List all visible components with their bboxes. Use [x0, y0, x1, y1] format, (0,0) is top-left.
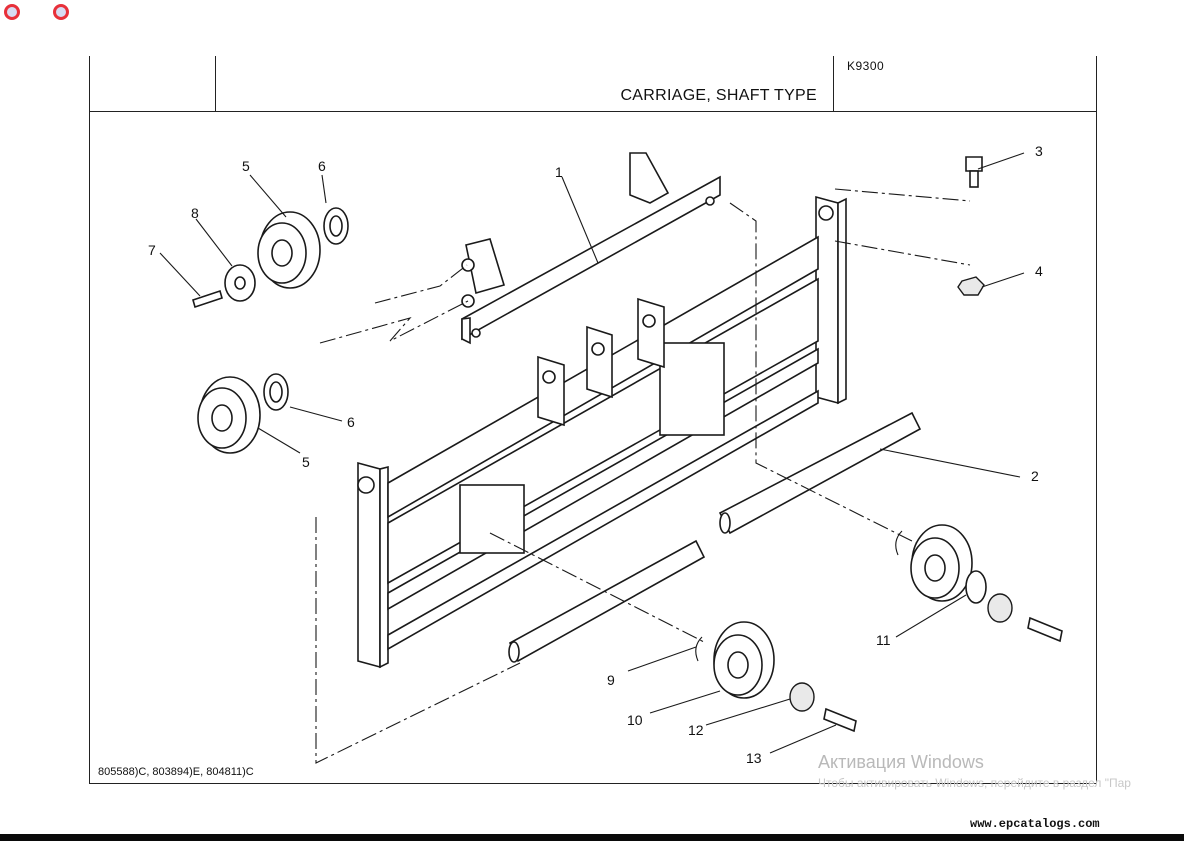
- callout-8: 8: [191, 205, 199, 221]
- center-lines: [315, 188, 971, 764]
- parts-sheet: [89, 56, 1097, 784]
- callout-4: 4: [1035, 263, 1043, 279]
- header-divider: [833, 56, 834, 111]
- activation-watermark-title: Активация Windows: [818, 752, 984, 772]
- window-control-2-icon[interactable]: [53, 4, 69, 20]
- left-roller-assembly: [192, 207, 349, 454]
- bottom-bar: [0, 834, 1184, 841]
- callout-5-upper: 5: [242, 158, 250, 174]
- callout-13: 13: [746, 750, 762, 766]
- shaft-parts: [508, 411, 922, 663]
- callout-9: 9: [607, 672, 615, 688]
- callout-5-lower: 5: [302, 454, 310, 470]
- site-url[interactable]: www.epcatalogs.com: [970, 817, 1100, 831]
- callout-11: 11: [876, 632, 891, 648]
- callout-1: 1: [555, 164, 563, 180]
- activation-watermark-subtitle: Чтобы активировать Windows, перейдите в …: [818, 776, 1131, 790]
- callout-2: 2: [1031, 468, 1039, 484]
- callout-3: 3: [1035, 143, 1043, 159]
- callout-labels: 1 2 3 4 5 5 6 6 7 8 9 10 12 13 11: [148, 143, 1043, 766]
- bolt-and-nut: [957, 156, 985, 296]
- page-title: CARRIAGE, SHAFT TYPE: [620, 87, 817, 104]
- header-divider: [215, 56, 216, 111]
- exploded-parts-drawing: 1 2 3 4 5 5 6 6 7 8 9 10 12 13 11: [148, 143, 1063, 766]
- right-roller-assembly: [695, 524, 1063, 733]
- callout-10: 10: [627, 712, 643, 728]
- window-control-1-icon[interactable]: [4, 4, 20, 20]
- callout-6-upper: 6: [318, 158, 326, 174]
- callout-12: 12: [688, 722, 704, 738]
- serial-references: 805588)C, 803894)E, 804811)C: [98, 766, 254, 778]
- carriage-frame: [357, 152, 847, 669]
- leader-lines: [159, 152, 1025, 754]
- header-bottom-rule: [89, 111, 1097, 112]
- callout-6-lower: 6: [347, 414, 355, 430]
- callout-7: 7: [148, 242, 156, 258]
- catalog-code: K9300: [847, 59, 885, 73]
